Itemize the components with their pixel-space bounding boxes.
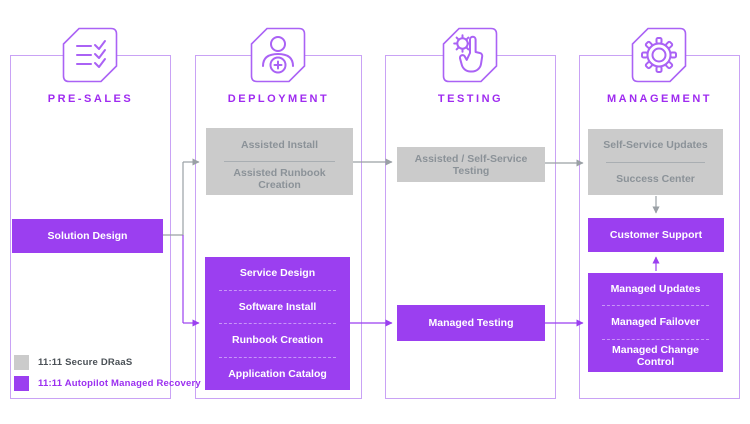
divider	[219, 289, 336, 291]
box-label: Assisted Install	[240, 138, 319, 151]
title-deployment: DEPLOYMENT	[227, 93, 330, 105]
title-pre-sales: PRE-SALES	[47, 93, 134, 105]
divider	[224, 161, 335, 162]
box-label: Service Design	[239, 267, 316, 280]
legend-item-autopilot: 11:11 Autopilot Managed Recovery	[14, 376, 201, 391]
box-label: Application Catalog	[228, 367, 327, 380]
box-label: Managed Testing	[428, 317, 514, 329]
managed-deployment-box: Service Design Software Install Runbook …	[205, 257, 350, 390]
title-testing: TESTING	[437, 93, 504, 105]
box-label: Runbook Creation	[232, 334, 323, 347]
legend-label: 11:11 Autopilot Managed Recovery	[38, 378, 201, 389]
gear-icon	[631, 27, 687, 83]
box-label: Self-Service Updates	[603, 139, 708, 152]
box-label: Software Install	[238, 300, 317, 313]
tap-gear-icon	[442, 27, 498, 83]
title-management: MANAGEMENT	[606, 93, 713, 105]
user-add-icon	[250, 27, 306, 83]
legend: 11:11 Secure DRaaS 11:11 Autopilot Manag…	[14, 355, 201, 397]
checklist-icon	[62, 27, 118, 83]
box-label: Assisted / Self-Service Testing	[414, 152, 528, 177]
box-label: Managed Failover	[611, 316, 700, 329]
legend-label: 11:11 Secure DRaaS	[38, 357, 133, 368]
solution-design-box: Solution Design	[12, 219, 163, 253]
customer-support-box: Customer Support	[588, 218, 724, 252]
managed-testing-box: Managed Testing	[397, 305, 545, 341]
box-label: Managed Updates	[610, 283, 701, 296]
assisted-install-box: Assisted Install Assisted Runbook Creati…	[206, 128, 353, 195]
divider	[606, 161, 705, 163]
self-service-testing-box: Assisted / Self-Service Testing	[397, 147, 545, 182]
purple-swatch	[14, 376, 29, 391]
box-label: Assisted Runbook Creation	[233, 166, 326, 191]
divider	[602, 338, 709, 340]
box-label: Customer Support	[609, 229, 703, 241]
legend-item-secure-draas: 11:11 Secure DRaaS	[14, 355, 201, 370]
box-label: Managed Change Control	[612, 343, 699, 368]
divider	[219, 323, 336, 324]
box-label: Success Center	[616, 172, 695, 185]
divider	[602, 305, 709, 307]
box-label: Solution Design	[47, 230, 128, 242]
self-service-updates-box: Self-Service Updates Success Center	[588, 129, 723, 195]
column-testing	[385, 55, 556, 399]
managed-operations-box: Managed Updates Managed Failover Managed…	[588, 273, 723, 372]
divider	[219, 356, 336, 358]
gray-swatch	[14, 355, 29, 370]
